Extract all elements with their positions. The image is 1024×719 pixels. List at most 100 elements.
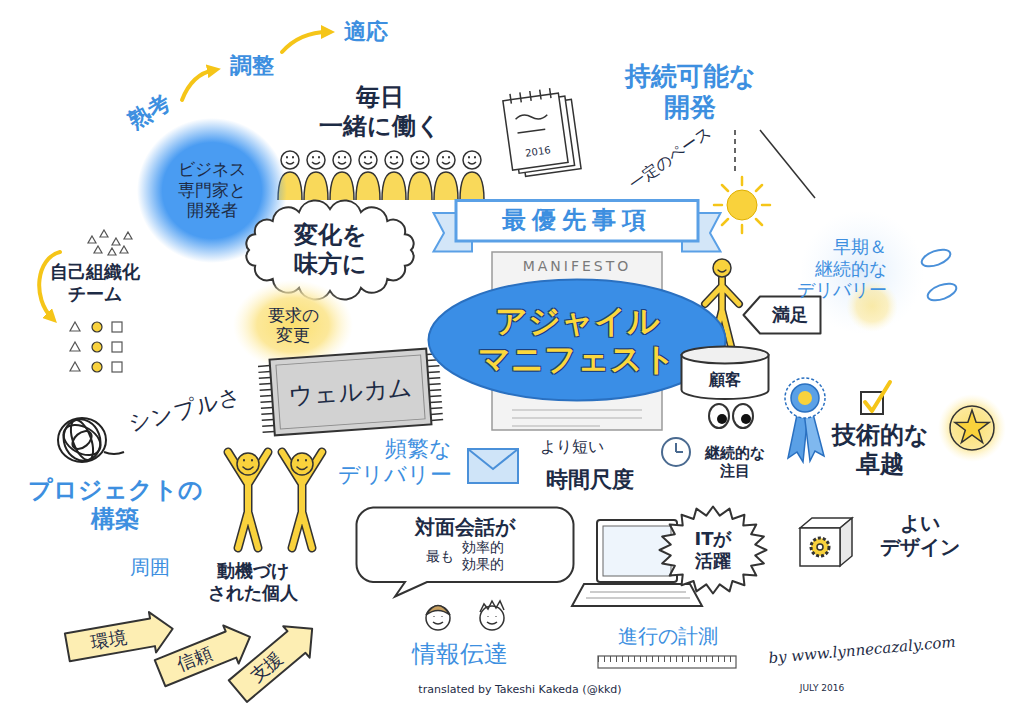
speech-bubble: 対面会話が最も効率的 効果的 — [355, 506, 575, 598]
two-faces — [426, 606, 450, 616]
star-badge — [950, 406, 994, 450]
node-content: 満足 — [756, 304, 808, 326]
happy-people — [244, 459, 306, 462]
manifesto-paper — [512, 410, 642, 426]
node-text: 最優先事項 — [502, 206, 652, 235]
principle-label: 動機づけ された個人 — [208, 560, 298, 603]
principle-label: 進行の計測 — [618, 624, 718, 648]
principle-label: 自己組織化 チーム — [50, 261, 140, 304]
tangled-ball — [58, 418, 106, 462]
principle-label: よい デザイン — [880, 511, 960, 559]
happy-people — [228, 452, 322, 548]
two-faces — [480, 606, 504, 630]
ruler — [598, 656, 736, 668]
node-content: 対面会話が最も効率的 効果的 — [375, 515, 555, 589]
pedestal: 顧客 — [680, 345, 770, 400]
ribbon-band — [456, 201, 698, 242]
team-row — [408, 172, 432, 200]
team-row — [281, 151, 299, 169]
envelope — [468, 449, 518, 483]
happy-people — [237, 453, 259, 475]
principle-label: プロジェクトの 構築 — [28, 476, 203, 534]
sun — [714, 177, 770, 233]
node-content: 顧客 — [709, 354, 741, 389]
sustainable-pace-lines — [735, 130, 815, 198]
sun — [727, 190, 757, 220]
tangled-ball — [104, 452, 124, 454]
customer-figure — [718, 270, 726, 272]
node-content: 要求の 変更 — [268, 305, 319, 346]
thinking-arrows — [282, 32, 328, 52]
award-rosette — [785, 378, 825, 418]
team-row — [434, 172, 458, 200]
clock — [676, 443, 683, 452]
watching-eyes — [709, 404, 729, 428]
team-row — [330, 172, 354, 200]
principle-label: 早期＆継続的な デリバリー — [797, 236, 887, 301]
principle-label: 技術的な 卓越 — [832, 421, 929, 479]
paper-title: MANIFESTO — [523, 258, 632, 275]
calendar — [515, 112, 549, 133]
award-rosette — [785, 378, 825, 462]
team-row — [278, 151, 484, 200]
team-row — [359, 151, 377, 169]
tangled-ball — [66, 417, 97, 463]
delivery-swirls — [926, 280, 959, 303]
envelope — [468, 449, 518, 469]
customer-figure — [713, 259, 731, 277]
two-faces — [426, 601, 504, 630]
two-faces — [426, 606, 450, 630]
pace-label: 一定のペース — [625, 123, 715, 194]
node-text: 対面会話が — [375, 515, 555, 539]
node-content: ビジネス 専門家と 開発者 — [178, 159, 246, 220]
gear-cube — [800, 528, 840, 566]
node-text: アジャイル マニフェスト — [478, 302, 676, 379]
calendar — [503, 93, 568, 170]
sun — [714, 177, 770, 233]
node-text: 最も — [426, 548, 454, 565]
happy-people — [243, 467, 307, 470]
mat-body — [269, 349, 431, 436]
watching-eyes — [741, 414, 751, 424]
clock — [662, 438, 690, 466]
ribbon-banner: 最優先事項 — [432, 199, 722, 253]
burst-bubble: ITが 活躍 — [658, 505, 768, 595]
step-label: 熟考 — [124, 90, 175, 135]
translator-credit: translated by Takeshi Kakeda (@kkd) — [418, 683, 621, 696]
two-faces — [434, 615, 496, 618]
node-content: 変化を 味方に — [294, 221, 367, 279]
step-label: 調整 — [230, 53, 274, 79]
star-badge — [955, 410, 989, 443]
node-text: 満足 — [772, 304, 808, 326]
gear-cube — [811, 538, 829, 556]
thinking-arrows — [182, 32, 328, 100]
tangled-ball — [58, 414, 124, 466]
mat-border — [275, 355, 424, 429]
star-badge — [938, 394, 1006, 462]
tangled-ball — [58, 419, 106, 462]
happy-people — [228, 452, 322, 548]
envelope — [468, 449, 518, 483]
team-row — [287, 156, 475, 159]
bubble-outline — [356, 508, 573, 597]
team-row — [304, 172, 328, 200]
team-row — [437, 151, 455, 169]
team-row — [463, 151, 481, 169]
node-text: 顧客 — [709, 370, 741, 389]
self-organizing-shapes — [92, 342, 102, 352]
principle-label: 周囲 — [130, 555, 170, 579]
ruler — [598, 656, 736, 668]
mat-fringe — [257, 354, 442, 432]
team-row — [460, 172, 484, 200]
clock — [662, 438, 690, 466]
author-signature: by www.lynnecazaly.com — [768, 633, 957, 667]
principle-label: 持続可能な 開発 — [625, 61, 756, 123]
checkbox — [861, 382, 890, 414]
team-row — [356, 172, 380, 200]
gear-cube — [800, 518, 852, 566]
gear-cube — [817, 544, 823, 550]
watching-eyes — [717, 414, 727, 424]
self-organizing-shapes — [112, 342, 122, 352]
sustainable-pace-lines — [734, 130, 736, 172]
